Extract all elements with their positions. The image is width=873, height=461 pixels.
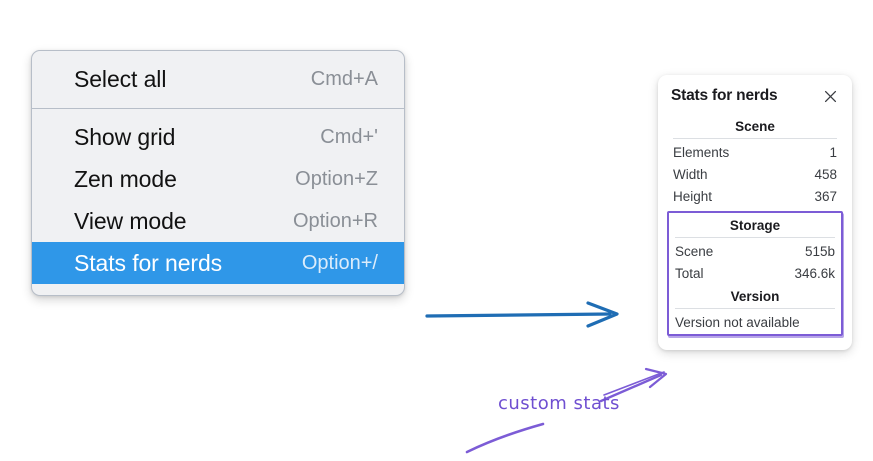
custom-stats-highlight-box: Storage Scene 515b Total 346.6k Version … [667, 211, 843, 336]
stat-key: Scene [675, 243, 714, 259]
stat-row-storage-total: Total 346.6k [673, 262, 837, 284]
menu-group-selection: Select all Cmd+A [32, 51, 404, 108]
menu-item-label: Stats for nerds [74, 249, 223, 276]
scene-section-heading: Scene [735, 119, 775, 134]
stats-panel-header: Stats for nerds [671, 87, 839, 105]
menu-item-stats-for-nerds[interactable]: Stats for nerds Option+/ [32, 242, 404, 284]
stat-value: 1 [829, 144, 837, 160]
menu-item-label: View mode [74, 207, 187, 234]
blue-arrow-icon [425, 301, 619, 328]
stat-key: Width [673, 166, 708, 182]
menu-item-select-all[interactable]: Select all Cmd+A [32, 58, 404, 100]
menu-item-shortcut: Cmd+A [310, 67, 378, 90]
menu-item-shortcut: Cmd+' [320, 125, 378, 148]
version-section: Version Version not available [673, 284, 837, 331]
stat-value: 367 [814, 188, 837, 204]
scene-section-rule [673, 138, 837, 139]
stats-for-nerds-panel: Stats for nerds Scene Elements 1 Width 4… [658, 75, 852, 350]
stat-row-elements: Elements 1 [671, 141, 839, 163]
version-section-rule [675, 308, 835, 309]
stat-row-storage-scene: Scene 515b [673, 240, 837, 262]
storage-section-rule [675, 237, 835, 238]
menu-item-shortcut: Option+Z [295, 167, 378, 190]
menu-group-view: Show grid Cmd+' Zen mode Option+Z View m… [32, 109, 404, 295]
version-note: Version not available [675, 315, 800, 330]
stat-row-width: Width 458 [671, 163, 839, 185]
stat-value: 346.6k [794, 265, 835, 281]
menu-divider [32, 108, 404, 109]
custom-stats-annotation-label: custom stats [498, 393, 620, 414]
stats-panel-title: Stats for nerds [671, 87, 778, 104]
menu-item-show-grid[interactable]: Show grid Cmd+' [32, 116, 404, 158]
context-menu: Select all Cmd+A Show grid Cmd+' Zen mod… [31, 50, 405, 296]
stat-value: 458 [814, 166, 837, 182]
menu-item-zen-mode[interactable]: Zen mode Option+Z [32, 158, 404, 200]
menu-item-label: Zen mode [74, 165, 177, 192]
menu-item-shortcut: Option+R [292, 209, 378, 232]
menu-item-view-mode[interactable]: View mode Option+R [32, 200, 404, 242]
menu-item-shortcut: Option+/ [301, 251, 378, 274]
purple-underline-stroke [465, 422, 545, 454]
menu-item-label: Show grid [74, 123, 176, 150]
storage-section: Storage Scene 515b Total 346.6k [673, 213, 837, 284]
stat-key: Elements [673, 144, 730, 160]
close-icon[interactable] [822, 88, 839, 105]
version-section-heading: Version [730, 289, 780, 304]
menu-item-label: Select all [74, 65, 167, 92]
stat-value: 515b [804, 243, 835, 259]
storage-section-heading: Storage [729, 218, 781, 233]
stat-key: Total [675, 265, 704, 281]
scene-section: Scene Elements 1 Width 458 Height 367 [671, 114, 839, 207]
stat-key: Height [673, 188, 713, 204]
stat-row-height: Height 367 [671, 185, 839, 207]
